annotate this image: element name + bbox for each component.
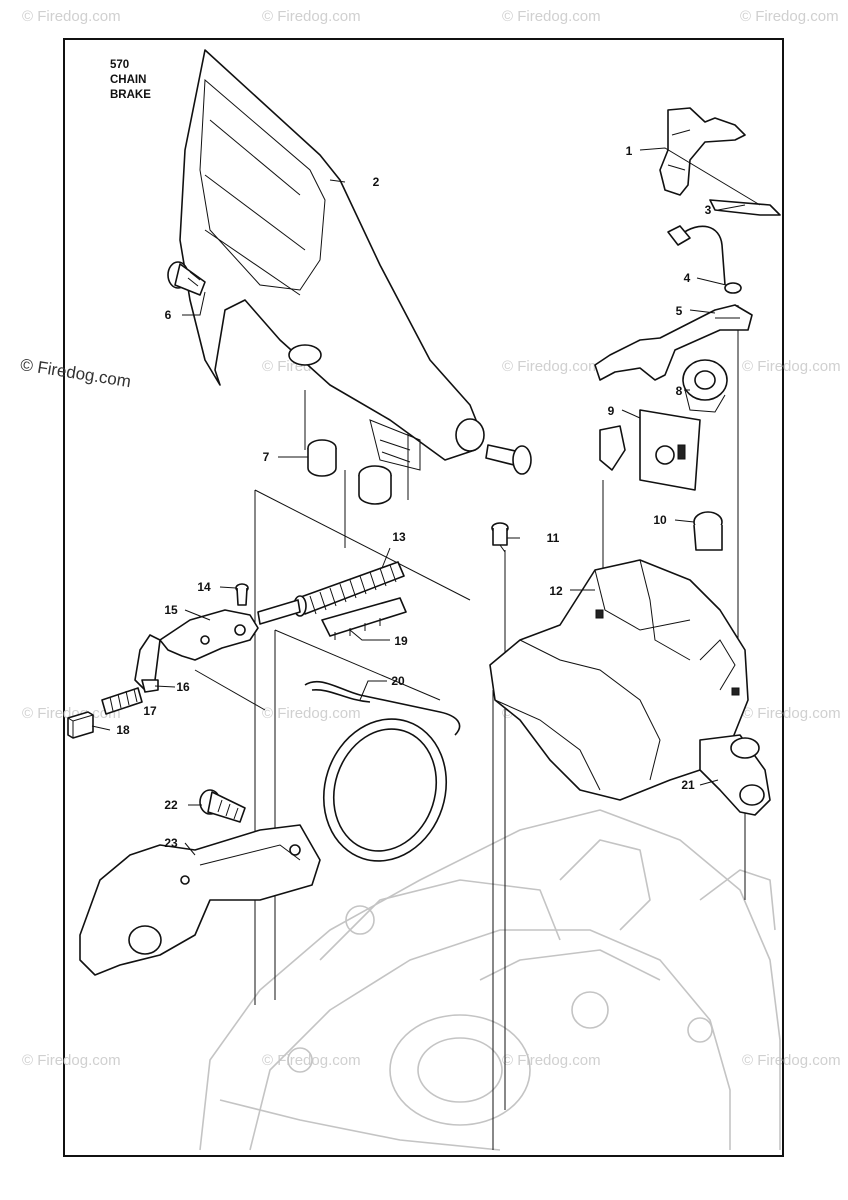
shoulder-screw-left (167, 261, 206, 296)
callout-5: 5 (675, 304, 683, 318)
callout-8: 8 (675, 384, 683, 398)
wire-spring (304, 680, 461, 736)
callout-14: 14 (197, 580, 211, 594)
watermark: © Firedog.com (742, 1052, 841, 1069)
bolt (199, 789, 246, 823)
callout-3: 3 (704, 203, 712, 217)
watermark: © Firedog.com (742, 358, 841, 375)
callout-12: 12 (549, 584, 563, 598)
trigger-lever (594, 304, 753, 381)
spring-guide (321, 597, 407, 640)
lever-assembly (659, 107, 781, 216)
callout-16: 16 (176, 680, 190, 694)
title-line-1: CHAIN (110, 74, 147, 86)
crankcase-ghost (199, 809, 781, 1151)
block (67, 711, 94, 739)
callout-17: 17 (143, 704, 157, 718)
diagram-title: 570 CHAIN BRAKE (110, 58, 151, 103)
title-code: 570 (110, 59, 130, 71)
watermark: © Firedog.com (22, 705, 121, 722)
callout-22: 22 (164, 798, 178, 812)
callout-7: 7 (262, 450, 270, 464)
front-hand-guard (179, 49, 485, 471)
callout-2: 2 (372, 175, 380, 189)
brake-band (322, 718, 448, 862)
screw (491, 522, 509, 553)
watermark: © Firedog.com (740, 8, 839, 25)
assembly-lines (194, 305, 746, 1150)
diagram-frame (63, 38, 784, 1157)
watermark: © Firedog.com (22, 8, 121, 25)
callout-11: 11 (546, 531, 560, 545)
wire-link (667, 225, 742, 294)
leader-lines (91, 147, 761, 856)
clip (693, 511, 723, 551)
hand-guard-bolt (485, 444, 532, 475)
callout-4: 4 (683, 271, 691, 285)
watermark: © Firedog.com (502, 8, 601, 25)
callout-15: 15 (164, 603, 178, 617)
pawl (134, 634, 161, 693)
brake-spring (257, 561, 405, 625)
watermark: © Firedog.com (502, 1052, 601, 1069)
pawl-spring (101, 687, 143, 715)
bushing (307, 439, 392, 505)
knee-joint (159, 609, 259, 661)
spring-clamp (682, 359, 728, 413)
callout-10: 10 (653, 513, 667, 527)
callout-6: 6 (164, 308, 172, 322)
callout-23: 23 (164, 836, 178, 850)
small-screw (235, 583, 249, 606)
watermark: © Firedog.com (502, 358, 601, 375)
cable-holder (699, 734, 771, 816)
callout-21: 21 (681, 778, 695, 792)
callout-9: 9 (607, 404, 615, 418)
watermark: © Firedog.com (262, 705, 361, 722)
watermark: © Firedog.com (262, 8, 361, 25)
callout-13: 13 (392, 530, 406, 544)
watermark: © Firedog.com (742, 705, 841, 722)
callout-1: 1 (625, 144, 633, 158)
callout-18: 18 (116, 723, 130, 737)
clutch-cover-plate (79, 824, 321, 976)
bracket-plate (599, 409, 701, 491)
callout-20: 20 (391, 674, 405, 688)
brake-housing (489, 559, 749, 801)
watermark: © Firedog.com (22, 1052, 121, 1069)
callout-19: 19 (394, 634, 408, 648)
title-line-2: BRAKE (110, 89, 151, 101)
